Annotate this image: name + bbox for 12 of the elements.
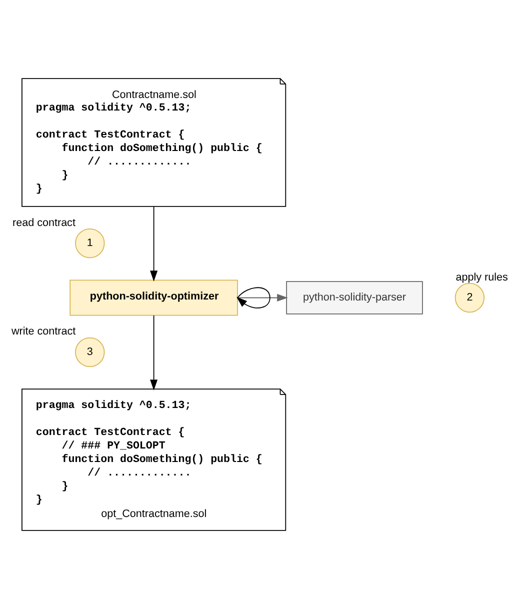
arrow	[150, 314, 158, 390]
node-circle: 3	[75, 336, 105, 367]
node-circle: 1	[75, 228, 105, 258]
node-circle: 2	[454, 282, 485, 312]
node-label: apply rules	[456, 270, 508, 283]
arrow	[150, 206, 158, 281]
node-box: python-solidity-optimizer	[70, 279, 238, 316]
node-label: write contract	[11, 325, 76, 338]
arrow	[236, 286, 270, 308]
node-label: read contract	[12, 216, 76, 228]
arrow	[237, 293, 288, 302]
node-box: python-solidity-parser	[286, 280, 423, 314]
